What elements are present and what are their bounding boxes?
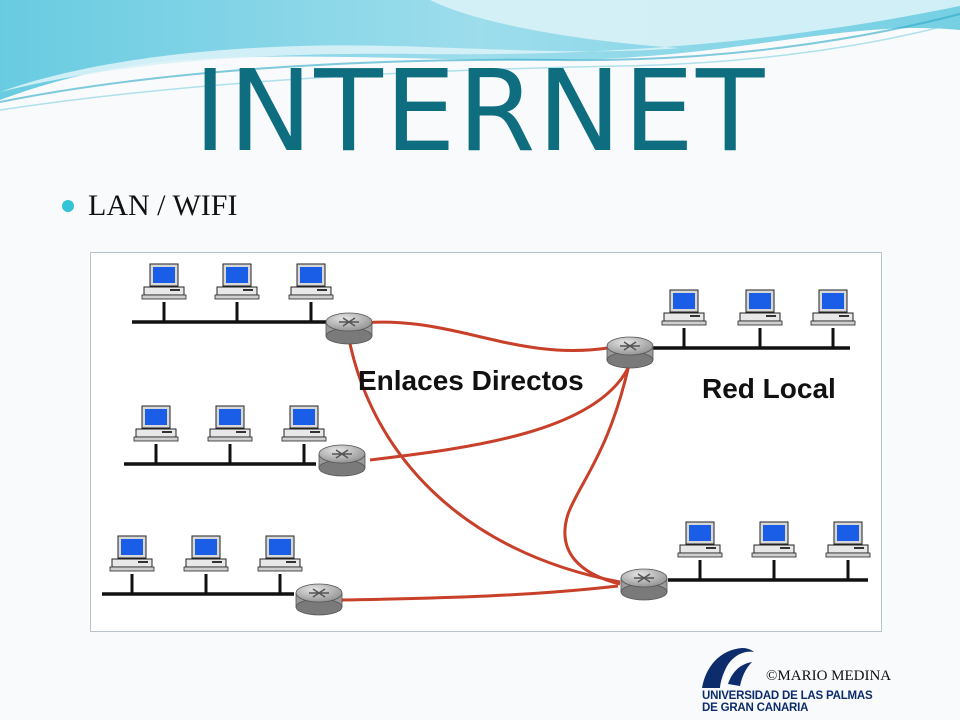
- bullet-text: LAN / WIFI: [88, 189, 238, 222]
- bullet-dot-icon: [62, 200, 74, 212]
- header-wave-highlight: [0, 0, 960, 92]
- direct-links: [341, 320, 632, 602]
- lan-middle-left: [124, 405, 327, 466]
- local-network-label: Red Local: [702, 373, 836, 404]
- lan-top-right: [652, 289, 856, 350]
- router-icon: [606, 336, 654, 369]
- lan-bottom-left: [102, 535, 303, 596]
- link-r1-r6: [346, 333, 621, 584]
- link-r2-r6: [563, 359, 632, 586]
- lan-top-left: [132, 263, 334, 324]
- university-logo-icon: [702, 648, 754, 689]
- lan-bottom-right: [668, 521, 871, 582]
- copyright-credit: ©MARIO MEDINA: [766, 668, 892, 684]
- link-r3-r2: [369, 363, 632, 462]
- link-r5-r6: [341, 584, 619, 602]
- direct-links-label: Enlaces Directos: [358, 365, 584, 396]
- slide-title: INTERNET: [193, 47, 767, 177]
- bullet-item: LAN / WIFI: [62, 186, 237, 226]
- university-logo-text: UNIVERSIDAD DE LAS PALMAS DE GRAN CANARI…: [702, 690, 873, 714]
- router-icon: [295, 583, 343, 616]
- logo-line-2: DE GRAN CANARIA: [702, 702, 809, 714]
- logo-line-1: UNIVERSIDAD DE LAS PALMAS: [702, 690, 873, 702]
- router-icon: [325, 312, 373, 345]
- router-icon: [620, 568, 668, 601]
- link-r1-r2: [351, 320, 609, 352]
- network-diagram: Enlaces Directos Red Local: [90, 252, 882, 632]
- router-icon: [318, 444, 366, 477]
